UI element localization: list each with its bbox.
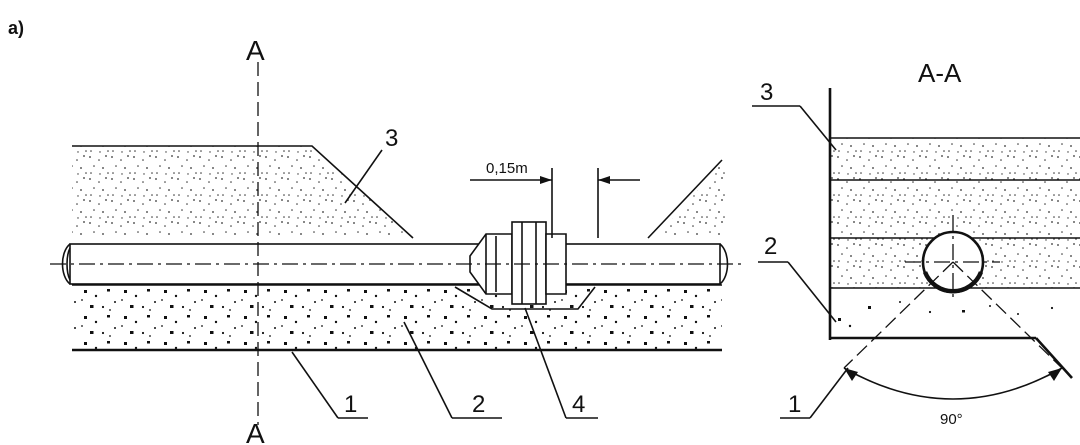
callout-4-left: 4 bbox=[524, 307, 598, 419]
callout-1-left: 1 bbox=[291, 351, 368, 419]
bedding-layer bbox=[72, 285, 722, 350]
panel-label: a) bbox=[8, 18, 24, 38]
callout-1-right: 1 bbox=[780, 367, 849, 419]
callout-label: 3 bbox=[760, 79, 773, 106]
callout-3-left: 3 bbox=[344, 125, 398, 204]
callout-label: 1 bbox=[344, 391, 357, 418]
section-marker-bottom: A bbox=[246, 418, 265, 445]
pipe-coupling bbox=[454, 221, 596, 310]
section-title: A-A bbox=[918, 58, 962, 88]
dimension-0-15m: 0,15m bbox=[470, 160, 640, 238]
callout-label: 4 bbox=[572, 391, 585, 418]
callout-label: 2 bbox=[472, 391, 485, 418]
callout-label: 1 bbox=[788, 391, 801, 418]
longitudinal-view: A A 0,15m 3 1 2 4 bbox=[50, 35, 745, 445]
section-bedding bbox=[830, 288, 1080, 338]
section-view-a-a: A-A bbox=[752, 58, 1080, 428]
callout-3-right: 3 bbox=[752, 79, 837, 151]
angle-label: 90° bbox=[940, 411, 963, 428]
backfill-right bbox=[655, 160, 725, 238]
callout-2-right: 2 bbox=[758, 233, 837, 323]
dimension-label: 0,15m bbox=[486, 160, 528, 177]
bedding-angle: 90° bbox=[843, 261, 1063, 428]
callout-label: 3 bbox=[385, 125, 398, 152]
callout-2-left: 2 bbox=[403, 321, 502, 419]
callout-label: 2 bbox=[764, 233, 777, 260]
section-marker-top: A bbox=[246, 35, 265, 66]
backfill-left bbox=[72, 146, 413, 238]
